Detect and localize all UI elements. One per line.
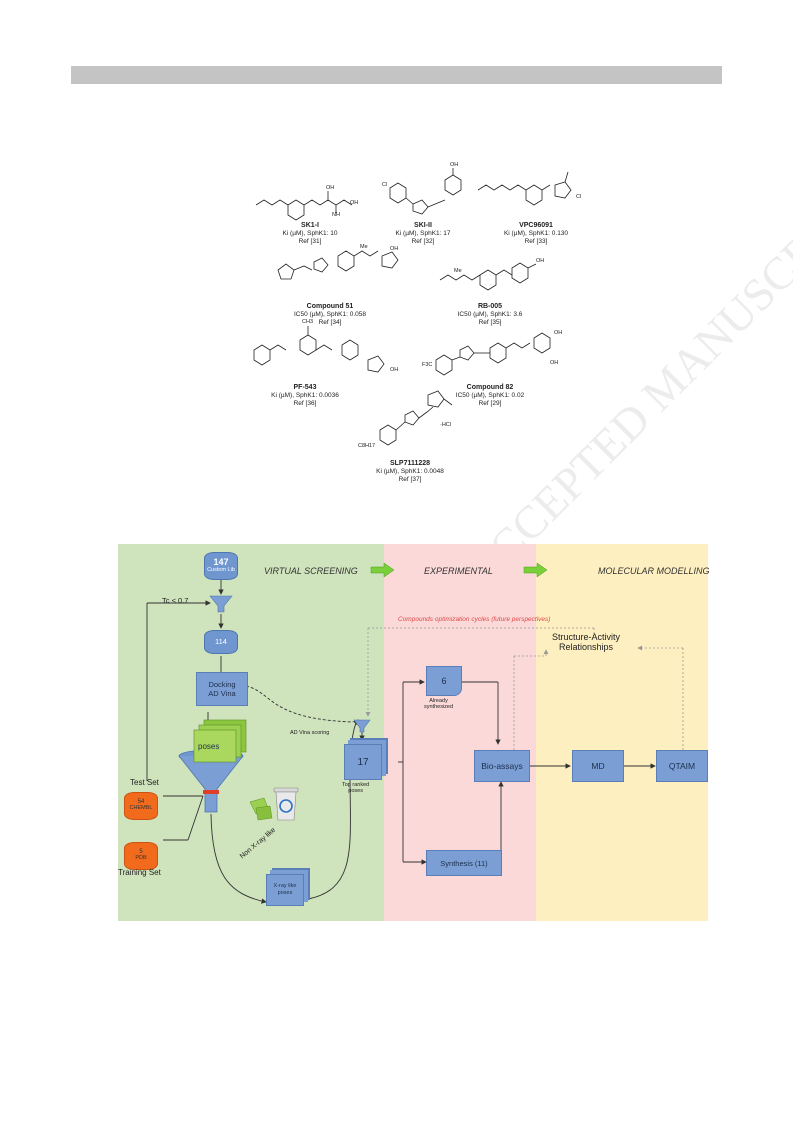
- qtaim-box: QTAIM: [656, 750, 708, 782]
- test-set-label: Test Set: [130, 778, 159, 787]
- zone-virtual-screening: [118, 544, 384, 921]
- structure-ski-ii: [389, 168, 462, 215]
- training-set-label: Training Set: [118, 868, 161, 877]
- atom-label: OH: [326, 185, 335, 191]
- ad-vina-scoring-label: AD Vina scoring: [290, 730, 330, 736]
- atom-label: F3C: [422, 362, 433, 368]
- custom-library-database: 147 Custom Lib: [204, 552, 238, 580]
- structure-rb-005: [439, 262, 537, 291]
- ligand-icon: [255, 805, 273, 821]
- atom-label: Me: [454, 268, 462, 274]
- already-synthesized-label: Already synthesized: [424, 698, 454, 710]
- atom-label: OH: [350, 200, 359, 206]
- atom-label: CH3: [302, 319, 314, 325]
- structure-compound-51: [277, 250, 399, 280]
- docking-box: Docking AD Vina: [196, 672, 248, 706]
- md-box: MD: [572, 750, 624, 782]
- atom-label: C8H17: [358, 443, 376, 449]
- atom-label: OH: [390, 367, 399, 373]
- atom-label: Me: [360, 244, 368, 250]
- atom-label: Cl: [382, 182, 388, 188]
- header-bar: [71, 66, 722, 84]
- zone-title: MOLECULAR MODELLING: [598, 566, 710, 576]
- already-synthesized-document: 6: [426, 666, 462, 696]
- atom-label: ·HCl: [440, 422, 451, 428]
- synthesis-box: Synthesis (11): [426, 850, 502, 876]
- filtered-library-database: 114: [204, 630, 238, 654]
- zone-title: EXPERIMENTAL: [424, 566, 493, 576]
- atom-label: OH: [536, 258, 545, 264]
- pdb-training-set-database: 5 PDB: [124, 842, 158, 870]
- bioassays-box: Bio-assays: [474, 750, 530, 782]
- atom-label: OH: [554, 330, 563, 336]
- top-ranked-label: Top ranked poses: [342, 782, 370, 794]
- structure-vpc96091: [477, 171, 572, 206]
- workflow-diagram: VIRTUAL SCREENING EXPERIMENTAL MOLECULAR…: [118, 544, 710, 921]
- funnel-icon: [209, 595, 233, 613]
- poses-label: poses: [198, 742, 220, 751]
- zone-title: VIRTUAL SCREENING: [264, 566, 358, 576]
- structure-sk1-i: [255, 191, 353, 221]
- xray-like-poses-stack: X-ray like poses: [266, 874, 304, 906]
- trash-bin-icon: [273, 787, 299, 821]
- sar-label: Structure-Activity Relationships: [552, 632, 621, 652]
- zone-molecular-modelling: [536, 544, 708, 921]
- arrow-icon: [370, 562, 395, 578]
- structure-pf-543: [253, 326, 385, 373]
- top-ranked-poses-stack: 17: [344, 744, 382, 780]
- atom-label: NH: [332, 212, 340, 218]
- funnel-icon: [353, 719, 371, 733]
- optimization-cycles-label: Compounds optimization cycles (future pe…: [398, 616, 551, 623]
- chembl-test-set-database: 54 CHEMBL: [124, 792, 158, 820]
- structure-compound-82: [435, 332, 551, 376]
- atom-label: OH: [450, 162, 459, 168]
- arrow-icon: [523, 562, 548, 578]
- molecule-drawings: [253, 168, 572, 446]
- marker-icon: [367, 740, 371, 744]
- inhibitor-structures-figure: OH NH OH Cl OH Cl OH Me Me OH CH3 OH F3C…: [250, 160, 700, 490]
- pose-stack-icon: [193, 719, 247, 763]
- similarity-threshold-label: Tc < 0.7: [162, 596, 189, 605]
- workflow-connectors: [146, 562, 684, 904]
- atom-label: OH: [550, 360, 559, 366]
- atom-label: Cl: [576, 194, 582, 200]
- structure-slp7111228: [379, 390, 453, 446]
- atom-label: OH: [390, 246, 399, 252]
